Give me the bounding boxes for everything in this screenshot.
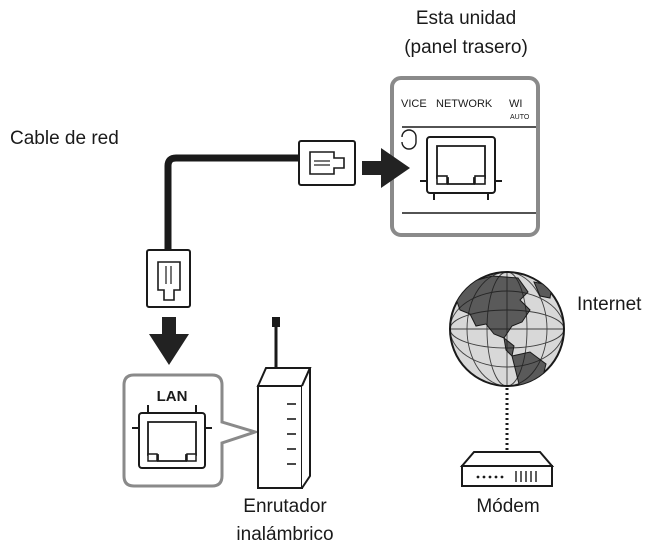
panel-network-socket bbox=[420, 136, 502, 200]
router-antenna-tip bbox=[272, 317, 280, 327]
panel-label-right: WI bbox=[509, 98, 522, 110]
arrow-down bbox=[149, 317, 189, 365]
router-vents bbox=[287, 403, 296, 465]
internet-label: Internet bbox=[577, 294, 642, 315]
router-front bbox=[257, 385, 303, 489]
panel-label-left: VICE bbox=[401, 98, 427, 110]
cable-plug-down bbox=[146, 249, 191, 308]
unit-title-line1: Esta unidad bbox=[415, 8, 517, 29]
router-name-line2: inalámbrico bbox=[236, 524, 334, 545]
modem-leds bbox=[476, 475, 504, 479]
cable-line bbox=[164, 154, 299, 250]
panel-label-network: NETWORK bbox=[436, 98, 493, 110]
panel-label-auto: AUTO bbox=[510, 114, 530, 121]
unit-rear-panel: VICE NETWORK WI AUTO bbox=[390, 76, 540, 237]
cable-label: Cable de red bbox=[10, 128, 119, 149]
globe-icon bbox=[449, 271, 565, 387]
arrow-right bbox=[362, 148, 410, 188]
lan-port-socket bbox=[132, 405, 212, 469]
router-lan-callout: LAN bbox=[122, 373, 260, 488]
unit-title-line2: (panel trasero) bbox=[404, 37, 528, 58]
modem-front bbox=[461, 465, 553, 487]
wireless-router bbox=[256, 317, 312, 489]
router-name-line1: Enrutador bbox=[243, 496, 327, 517]
cable-plug-right bbox=[298, 140, 356, 186]
globe-grid bbox=[450, 272, 564, 386]
modem-top bbox=[459, 451, 555, 467]
panel-jack-icon bbox=[401, 129, 417, 150]
network-cable bbox=[146, 140, 356, 308]
modem-icon bbox=[459, 451, 555, 487]
lan-port-label: LAN bbox=[157, 388, 188, 405]
router-side bbox=[301, 367, 311, 489]
modem-ports bbox=[515, 471, 537, 482]
modem-label: Módem bbox=[476, 496, 540, 517]
